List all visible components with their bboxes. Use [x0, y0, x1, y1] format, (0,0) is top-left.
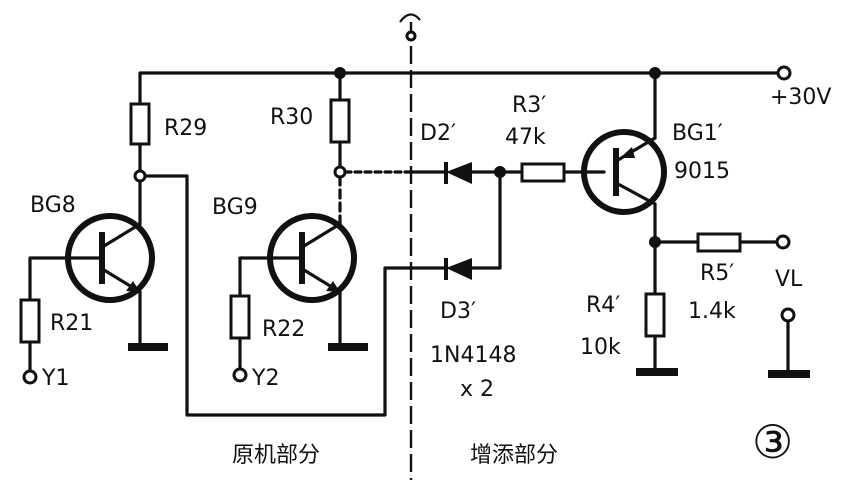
terminal-y2[interactable]: [232, 367, 248, 383]
terminal-ground[interactable]: [780, 307, 796, 323]
resistor-r3: [520, 162, 566, 183]
label-r30: R30: [270, 105, 313, 130]
diode-d2: [446, 162, 472, 184]
label-bg1-type: 9015: [674, 159, 730, 184]
bg1-collector: [616, 182, 657, 206]
label-r5-value: 1.4k: [688, 299, 736, 324]
resistor-r29: [129, 102, 151, 146]
label-r4: R4′: [586, 293, 620, 318]
label-r4-value: 10k: [580, 335, 621, 360]
terminal-vout[interactable]: [775, 234, 791, 250]
label-diode-type: 1N4148: [430, 343, 516, 368]
label-left-section: 原机部分: [232, 443, 320, 468]
label-y1: Y1: [41, 366, 69, 391]
label-r5: R5′: [700, 261, 734, 286]
label-diode-count: x 2: [460, 377, 494, 402]
wire-bg8-base: [28, 256, 104, 302]
wire-bg9-base: [238, 256, 304, 298]
ground-bg8: [128, 343, 168, 351]
ground-bg9: [328, 343, 368, 351]
divider-top-dot: [405, 30, 417, 42]
resistor-r22: [229, 294, 251, 340]
label-bg1: BG1′: [672, 121, 723, 146]
divider-top-hook: [399, 13, 421, 23]
ground-r4: [636, 368, 678, 376]
bg1-emitter-arrow: [620, 147, 635, 158]
label-bg8: BG8: [30, 193, 76, 218]
label-r29: R29: [164, 116, 207, 141]
label-r21: R21: [50, 311, 93, 336]
wire-d3-out: [470, 170, 502, 270]
label-figure-number: ③: [752, 415, 793, 469]
wire-feedback-left: [143, 174, 410, 417]
top-rail: [138, 71, 782, 110]
bg9-collector: [302, 222, 342, 248]
bg8-collector: [102, 222, 142, 248]
supply-terminal[interactable]: [776, 65, 792, 81]
label-d3: D3′: [440, 299, 476, 324]
resistor-r30: [329, 98, 351, 144]
label-y2: Y2: [251, 366, 279, 391]
ground-output: [768, 370, 810, 378]
label-bg9: BG9: [212, 195, 258, 220]
label-r22: R22: [262, 317, 305, 342]
resistor-r21: [19, 298, 41, 344]
resistor-r4: [644, 292, 666, 338]
terminal-y1[interactable]: [22, 369, 38, 385]
bg9-emitter-arrow: [326, 281, 340, 292]
diode-d3: [446, 258, 472, 280]
label-right-section: 增添部分: [470, 443, 558, 468]
label-supply: +30V: [770, 85, 831, 110]
resistor-r5: [696, 232, 742, 253]
label-d2: D2′: [420, 121, 456, 146]
label-vout: VL: [775, 267, 803, 292]
transistor-bg1: [581, 129, 667, 215]
label-r3: R3′: [512, 93, 546, 118]
bg8-emitter-arrow: [126, 281, 140, 292]
label-r3-value: 47k: [505, 125, 546, 150]
